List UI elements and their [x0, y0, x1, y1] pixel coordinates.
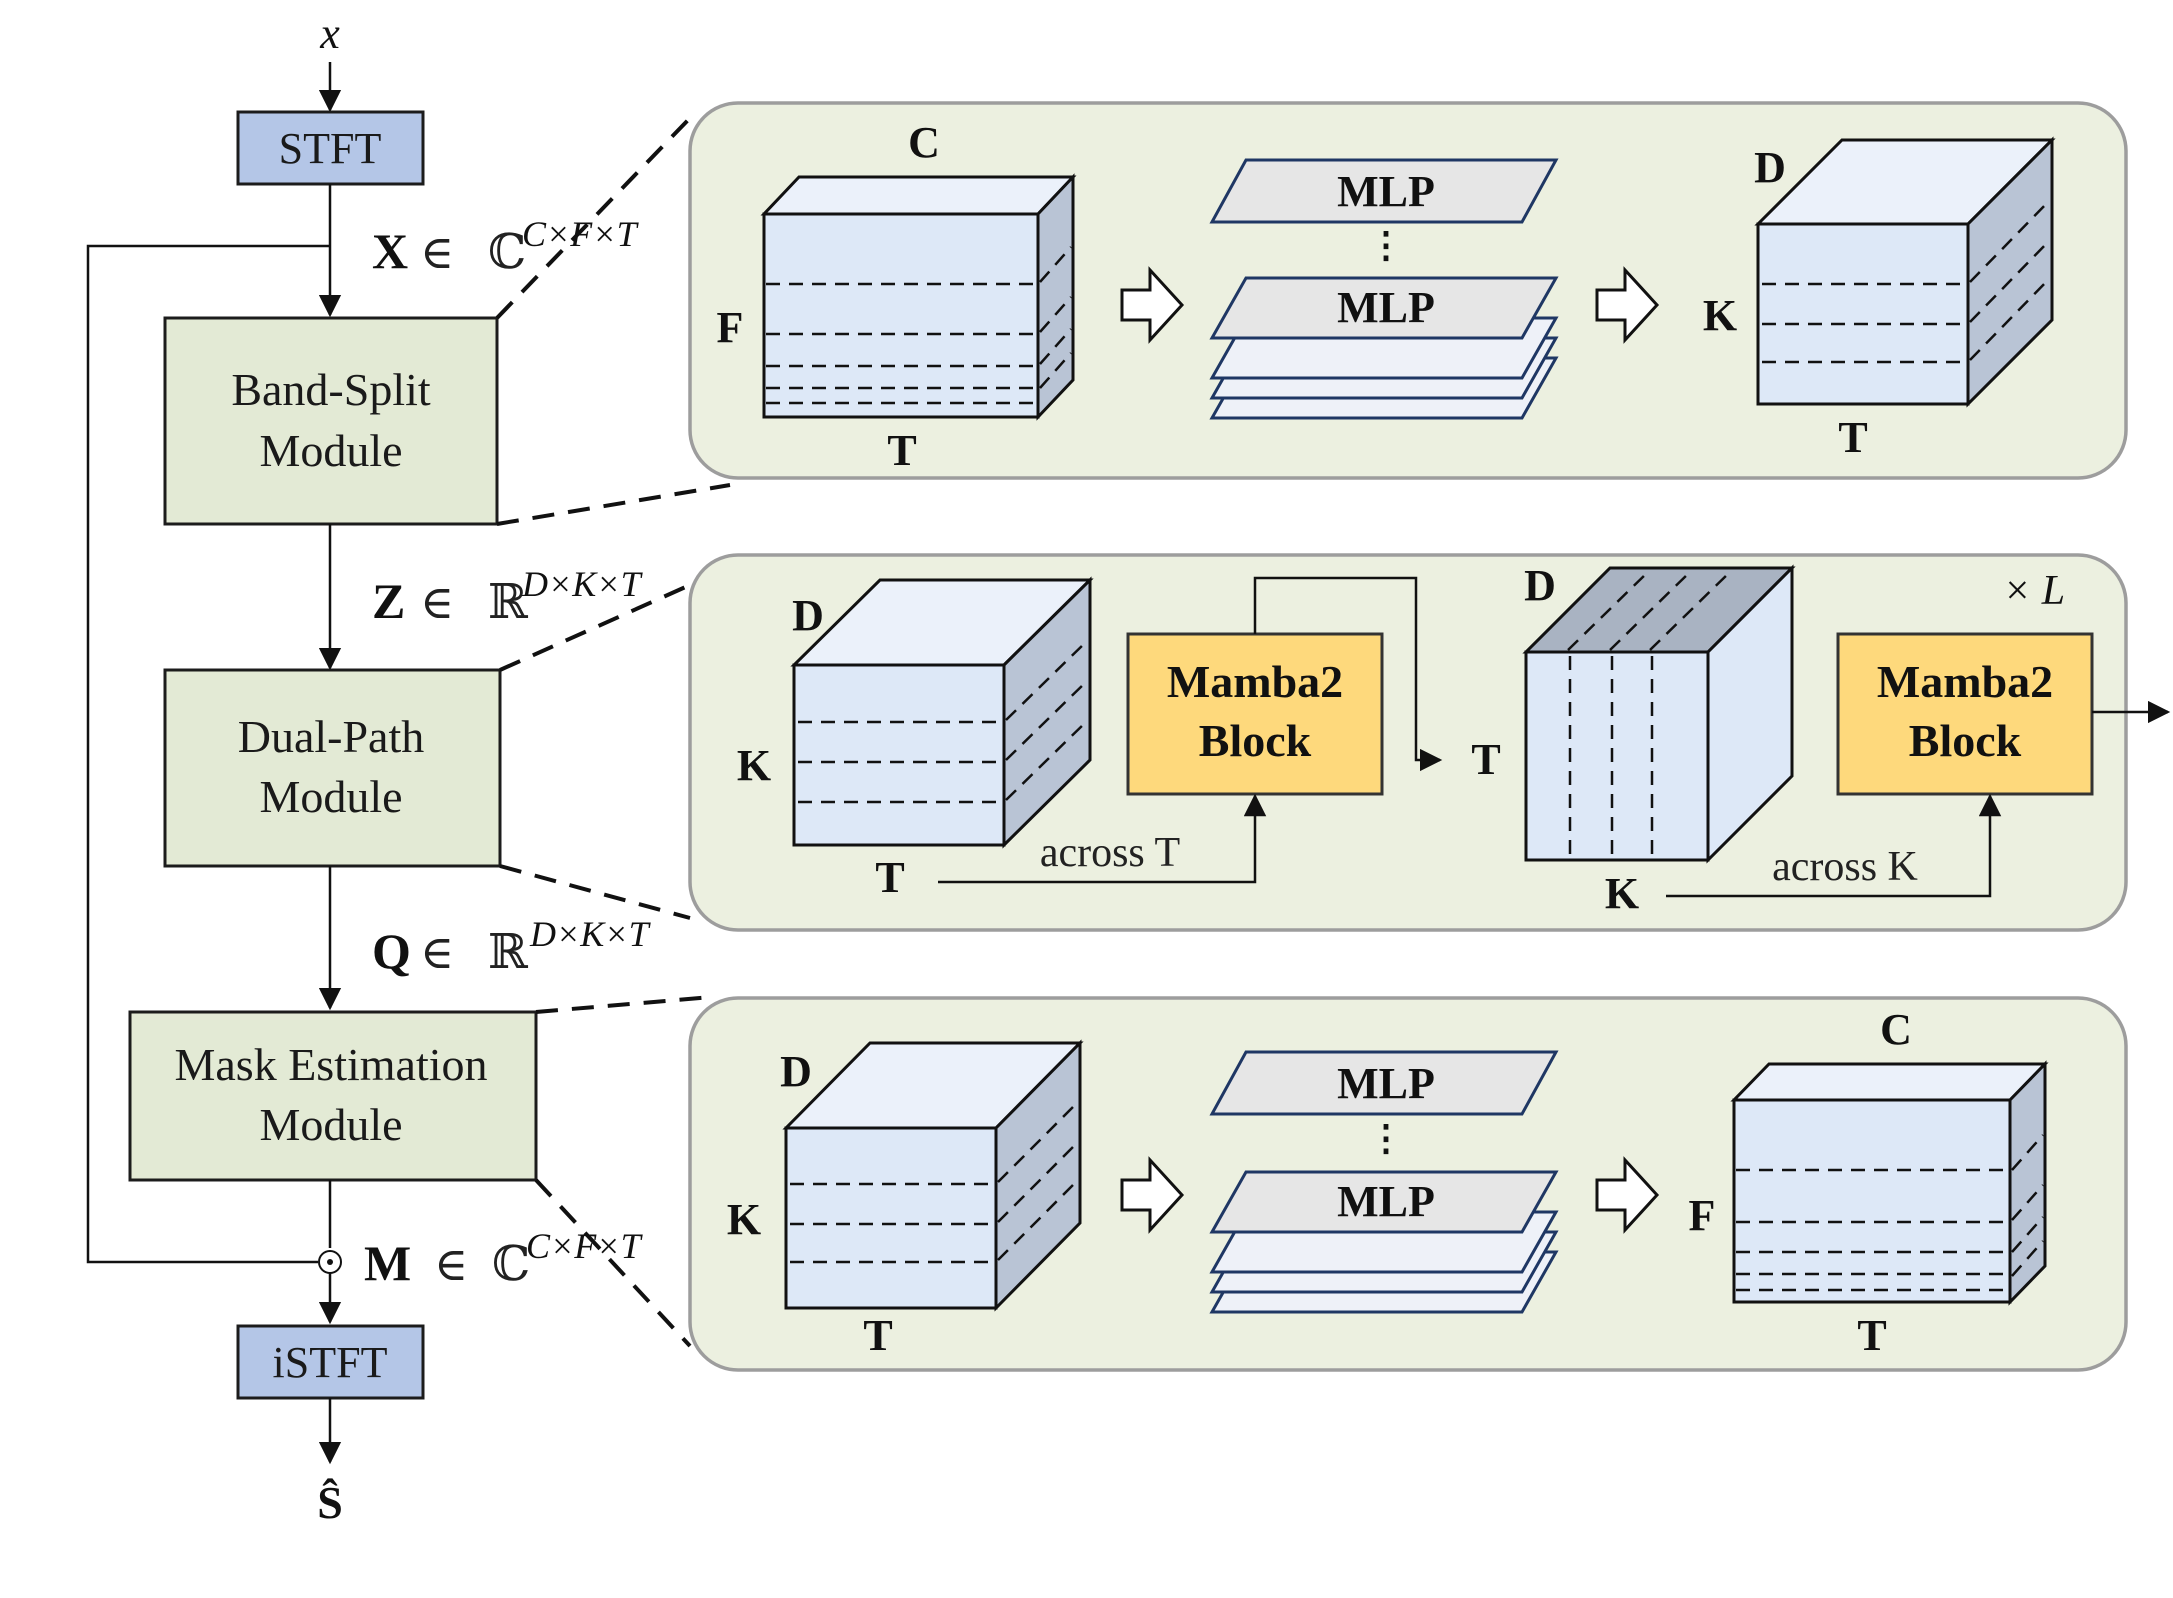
panel1-input-cube — [760, 173, 1077, 421]
panel2-cube2-left-label: T — [1471, 735, 1500, 784]
panel2-across-t-arrow — [938, 793, 1267, 884]
panel2-cube1-left-label: K — [737, 741, 771, 790]
stft-label: STFT — [279, 124, 382, 173]
svg-text:X: X — [372, 223, 408, 279]
svg-text:Block: Block — [1909, 715, 2022, 766]
svg-text:ℝ: ℝ — [488, 926, 528, 979]
panel3-mlp-top-label: MLP — [1337, 1059, 1435, 1108]
svg-text:Module: Module — [259, 425, 402, 476]
panel2-cube1-top-label: D — [792, 591, 824, 640]
panel2-cube2-top-label: D — [1524, 561, 1556, 610]
panel2-repeat-label: × L — [2003, 568, 2065, 614]
panel1-cube-out-top-label: D — [1754, 143, 1786, 192]
panel3-cube-out-left-label: F — [1689, 1191, 1716, 1240]
var-x-label: X ∈ ℂ C×F×T — [372, 214, 640, 279]
panel1-output-cube — [1754, 136, 2056, 408]
panel3-mlp-bottom-label: MLP — [1337, 1177, 1435, 1226]
panel1-cube-out-bottom-label: T — [1838, 413, 1867, 462]
panel1-arrow-2-icon — [1595, 266, 1660, 344]
panel3-output-cube — [1730, 1060, 2049, 1306]
svg-text:Mask Estimation: Mask Estimation — [174, 1039, 487, 1090]
svg-text:D×K×T: D×K×T — [521, 564, 644, 604]
mask-estimation-module: Mask Estimation Module — [128, 1010, 538, 1182]
svg-text:∈: ∈ — [420, 577, 454, 628]
panel1-arrow-1-icon — [1120, 266, 1185, 344]
panel3-mlp-dots: ⋮ — [1368, 1118, 1404, 1158]
panel1-cube-in-bottom-label: T — [887, 426, 916, 475]
svg-text:∈: ∈ — [420, 927, 454, 978]
svg-text:∈: ∈ — [420, 227, 454, 278]
var-z-label: Z ∈ ℝ D×K×T — [372, 564, 644, 629]
svg-text:Module: Module — [259, 771, 402, 822]
panel1-mlp-bottom-label: MLP — [1337, 283, 1435, 332]
panel2-cube1-bottom-label: T — [875, 853, 904, 902]
panel2-across-t-label: across T — [1040, 830, 1180, 876]
panel1-mlp-dots: ⋮ — [1368, 225, 1404, 265]
panel3-input-cube — [782, 1039, 1084, 1312]
output-label: Ŝ — [317, 1477, 343, 1528]
istft-box: iSTFT — [236, 1324, 425, 1400]
panel3-cube-in-top-label: D — [780, 1047, 812, 1096]
svg-text:ℂ: ℂ — [492, 1238, 530, 1291]
svg-text:Block: Block — [1199, 715, 1312, 766]
panel1-cube-in-top-label: C — [908, 118, 940, 167]
panel3-arrow-1-icon — [1120, 1156, 1185, 1234]
panel2-mamba-block-2: Mamba2 Block — [1836, 632, 2094, 796]
panel1-mlp-stack — [1209, 158, 1559, 420]
stft-box: STFT — [236, 110, 425, 186]
panel2-across-k-arrow — [1666, 793, 2002, 898]
band-split-module: Band-Split Module — [163, 316, 499, 526]
svg-text:Dual-Path: Dual-Path — [238, 711, 425, 762]
svg-text:C×F×T: C×F×T — [526, 1226, 644, 1266]
panel1-mlp-top-label: MLP — [1337, 167, 1435, 216]
svg-text:Q: Q — [372, 923, 411, 979]
svg-text:M: M — [364, 1235, 411, 1291]
panel1-cube-out-left-label: K — [1703, 291, 1737, 340]
panel3-cube-in-bottom-label: T — [863, 1311, 892, 1360]
svg-text:D×K×T: D×K×T — [529, 914, 652, 954]
skip-connection-line — [86, 244, 330, 1264]
panel3-mlp-stack — [1209, 1050, 1559, 1314]
panel2-cube-1 — [790, 576, 1094, 849]
svg-text:∈: ∈ — [434, 1239, 468, 1290]
svg-text:Z: Z — [372, 573, 405, 629]
panel2-mamba-block-1: Mamba2 Block — [1126, 632, 1384, 796]
svg-text:ℂ: ℂ — [488, 226, 526, 279]
var-m-label: M ∈ ℂ C×F×T — [364, 1226, 644, 1291]
panel2-cube2-bottom-label: K — [1605, 869, 1639, 918]
istft-label: iSTFT — [273, 1338, 388, 1387]
panel3-arrow-2-icon — [1595, 1156, 1660, 1234]
panel3-cube-out-bottom-label: T — [1857, 1311, 1886, 1360]
svg-text:ℝ: ℝ — [488, 576, 528, 629]
hadamard-product-icon — [318, 1250, 342, 1274]
panel3-cube-in-left-label: K — [727, 1195, 761, 1244]
panel3-cube-out-top-label: C — [1880, 1005, 1912, 1054]
panel1-cube-in-left-label: F — [717, 303, 744, 352]
panel2-mamba1-output-arrow — [1253, 576, 1443, 772]
svg-text:Module: Module — [259, 1099, 402, 1150]
svg-text:Mamba2: Mamba2 — [1877, 656, 2053, 707]
panel2-cube-2 — [1522, 564, 1796, 864]
panel2-across-k-label: across K — [1772, 844, 1918, 890]
var-q-label: Q ∈ ℝ D×K×T — [372, 914, 652, 979]
svg-text:Band-Split: Band-Split — [231, 364, 431, 415]
dual-path-module: Dual-Path Module — [163, 668, 502, 868]
svg-text:Mamba2: Mamba2 — [1167, 656, 1343, 707]
zoom-lines — [495, 116, 731, 1348]
input-label: x — [319, 9, 340, 58]
